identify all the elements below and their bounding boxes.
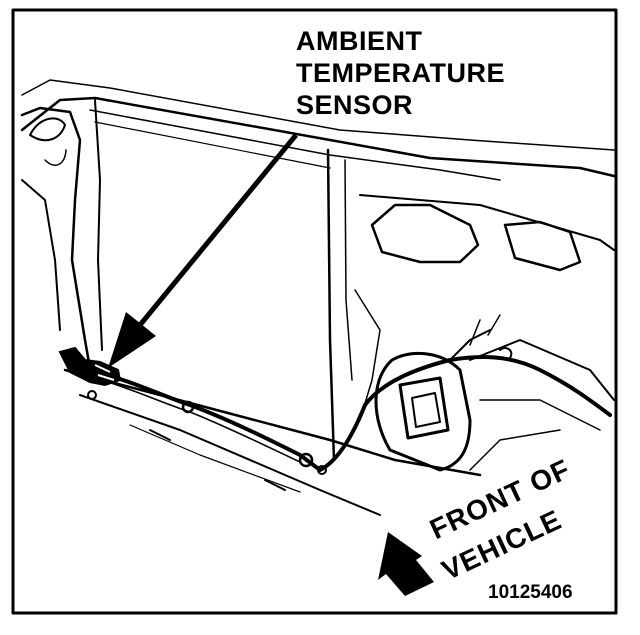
figure-border	[11, 8, 618, 615]
front-of-vehicle-arrow	[378, 532, 434, 596]
figure-id: 10125406	[488, 582, 573, 603]
left-panel-edge	[20, 106, 94, 382]
sensor-label-line-1: AMBIENT	[296, 26, 423, 56]
upper-rail-line	[20, 96, 616, 178]
ambient-temperature-sensor	[58, 346, 122, 387]
hood-line	[21, 79, 615, 151]
support-vertical	[326, 148, 336, 462]
fender-opening-1	[370, 203, 480, 264]
callout-arrow	[108, 133, 298, 368]
fender-opening-2	[503, 220, 582, 272]
wiring-harness	[93, 355, 612, 472]
sensor-label-line-3: SENSOR	[296, 90, 414, 120]
sensor-label-line-2: TEMPERATURE	[296, 58, 506, 88]
air-duct	[374, 351, 472, 472]
lower-rail	[63, 368, 482, 477]
